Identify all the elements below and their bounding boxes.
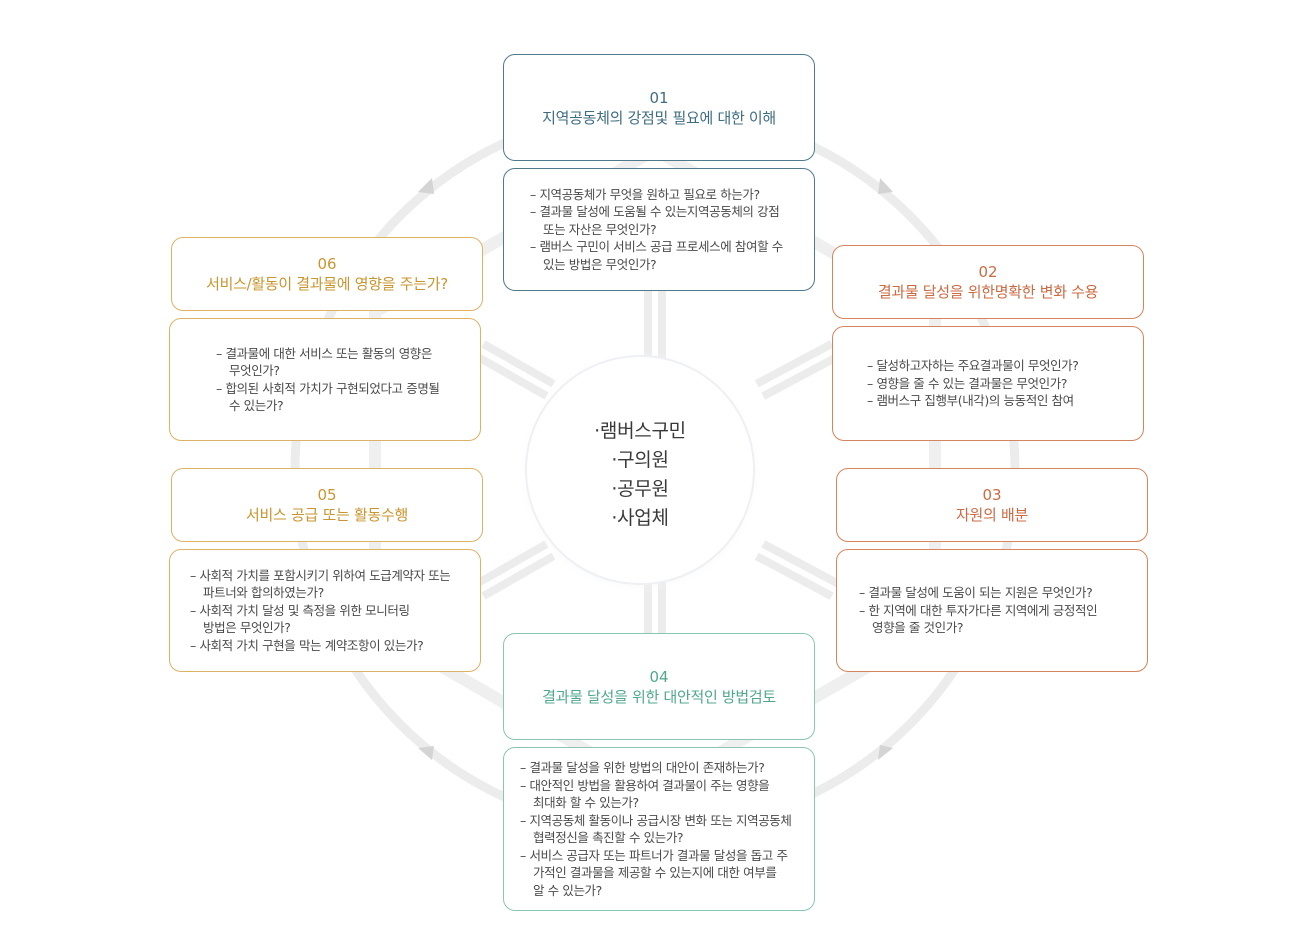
bullet-item: 한 지역에 대한 투자가다른 지역에게 긍정적인 영향을 줄 것인가? bbox=[859, 602, 1102, 637]
bullet-item: 결과물 달성에 도움이 되는 지원은 무엇인가? bbox=[859, 584, 1102, 602]
bullet-item: 램버스구 집행부(내각)의 능동적인 참여 bbox=[867, 392, 1079, 410]
step-number: 05 bbox=[317, 486, 337, 504]
step-number: 01 bbox=[649, 88, 669, 107]
step-03-body-box: 결과물 달성에 도움이 되는 지원은 무엇인가? 한 지역에 대한 투자가다른 … bbox=[836, 549, 1148, 672]
step-01-body-box: 지역공동체가 무엇을 원하고 필요로 하는가? 결과물 달성에 도움될 수 있는… bbox=[503, 168, 815, 291]
step-bullets: 달성하고자하는 주요결과물이 무엇인가? 영향을 줄 수 있는 결과물은 무엇인… bbox=[867, 357, 1079, 410]
step-05-body-box: 사회적 가치를 포함시키기 위하여 도급계약자 또는 파트너와 합의하였는가? … bbox=[169, 549, 481, 672]
cycle-arrows bbox=[418, 178, 893, 760]
step-number: 03 bbox=[982, 486, 1002, 504]
step-number: 06 bbox=[317, 255, 337, 273]
step-05-title-box: 05 서비스 공급 또는 활동수행 bbox=[171, 468, 483, 542]
center-circle bbox=[525, 355, 755, 585]
bullet-item: 결과물 달성을 위한 방법의 대안이 존재하는가? bbox=[520, 759, 793, 777]
step-04-body-box: 결과물 달성을 위한 방법의 대안이 존재하는가? 대안적인 방법을 활용하여 … bbox=[503, 747, 815, 911]
bullet-item: 사회적 가치 구현을 막는 계약조항이 있는가? bbox=[190, 637, 463, 655]
step-title: 서비스/활동이 결과물에 영향을 주는가? bbox=[206, 275, 448, 293]
step-bullets: 결과물 달성에 도움이 되는 지원은 무엇인가? 한 지역에 대한 투자가다른 … bbox=[859, 584, 1102, 637]
step-bullets: 지역공동체가 무엇을 원하고 필요로 하는가? 결과물 달성에 도움될 수 있는… bbox=[530, 186, 793, 274]
bullet-item: 영향을 줄 수 있는 결과물은 무엇인가? bbox=[867, 375, 1079, 393]
step-03-title-box: 03 자원의 배분 bbox=[836, 468, 1148, 542]
center-item: ·램버스구민 bbox=[594, 420, 686, 442]
center-stakeholders: ·램버스구민 ·구의원 ·공무원 ·사업체 bbox=[526, 380, 754, 570]
center-item: ·공무원 bbox=[611, 478, 669, 500]
step-06-title-box: 06 서비스/활동이 결과물에 영향을 주는가? bbox=[171, 237, 483, 311]
bullet-item: 사회적 가치 달성 및 측정을 위한 모니터링 방법은 무엇인가? bbox=[190, 602, 423, 637]
bullet-item: 램버스 구민이 서비스 공급 프로세스에 참여할 수 있는 방법은 무엇인가? bbox=[530, 238, 783, 273]
step-01-title-box: 01 지역공동체의 강점및 필요에 대한 이해 bbox=[503, 54, 815, 161]
bullet-item: 지역공동체 활동이나 공급시장 변화 또는 지역공동체 협력정신을 촉진할 수 … bbox=[520, 812, 793, 847]
step-title: 결과물 달성을 위한명확한 변화 수용 bbox=[877, 283, 1099, 301]
step-title: 자원의 배분 bbox=[956, 506, 1028, 524]
step-02-title-box: 02 결과물 달성을 위한명확한 변화 수용 bbox=[832, 245, 1144, 319]
bullet-item: 달성하고자하는 주요결과물이 무엇인가? bbox=[867, 357, 1078, 375]
bullet-item: 대안적인 방법을 활용하여 결과물이 주는 영향을 최대화 할 수 있는가? bbox=[520, 777, 783, 812]
step-number: 02 bbox=[978, 263, 998, 281]
center-item: ·구의원 bbox=[611, 449, 669, 471]
step-bullets: 결과물 달성을 위한 방법의 대안이 존재하는가? 대안적인 방법을 활용하여 … bbox=[520, 759, 793, 899]
step-title: 서비스 공급 또는 활동수행 bbox=[246, 506, 408, 524]
step-title: 지역공동체의 강점및 필요에 대한 이해 bbox=[542, 108, 776, 127]
step-number: 04 bbox=[649, 667, 669, 686]
step-title: 결과물 달성을 위한 대안적인 방법검토 bbox=[542, 687, 776, 706]
bullet-item: 사회적 가치를 포함시키기 위하여 도급계약자 또는 파트너와 합의하였는가? bbox=[190, 567, 463, 602]
center-item: ·사업체 bbox=[611, 507, 669, 529]
bullet-item: 서비스 공급자 또는 파트너가 결과물 달성을 돕고 주가적인 결과물을 제공할… bbox=[520, 847, 788, 900]
bullet-item: 합의된 사회적 가치가 구현되었다고 증명될 수 있는가? bbox=[216, 380, 449, 415]
step-06-body-box: 결과물에 대한 서비스 또는 활동의 영향은 무엇인가? 합의된 사회적 가치가… bbox=[169, 318, 481, 441]
step-04-title-box: 04 결과물 달성을 위한 대안적인 방법검토 bbox=[503, 633, 815, 740]
step-bullets: 사회적 가치를 포함시키기 위하여 도급계약자 또는 파트너와 합의하였는가? … bbox=[190, 567, 463, 655]
spokes-inner bbox=[476, 290, 839, 642]
step-02-body-box: 달성하고자하는 주요결과물이 무엇인가? 영향을 줄 수 있는 결과물은 무엇인… bbox=[832, 326, 1144, 441]
bullet-item: 결과물에 대한 서비스 또는 활동의 영향은 무엇인가? bbox=[216, 345, 444, 380]
step-bullets: 결과물에 대한 서비스 또는 활동의 영향은 무엇인가? 합의된 사회적 가치가… bbox=[216, 345, 449, 415]
bullet-item: 결과물 달성에 도움될 수 있는지역공동체의 강점 또는 자산은 무엇인가? bbox=[530, 203, 793, 238]
bullet-item: 지역공동체가 무엇을 원하고 필요로 하는가? bbox=[530, 186, 793, 204]
